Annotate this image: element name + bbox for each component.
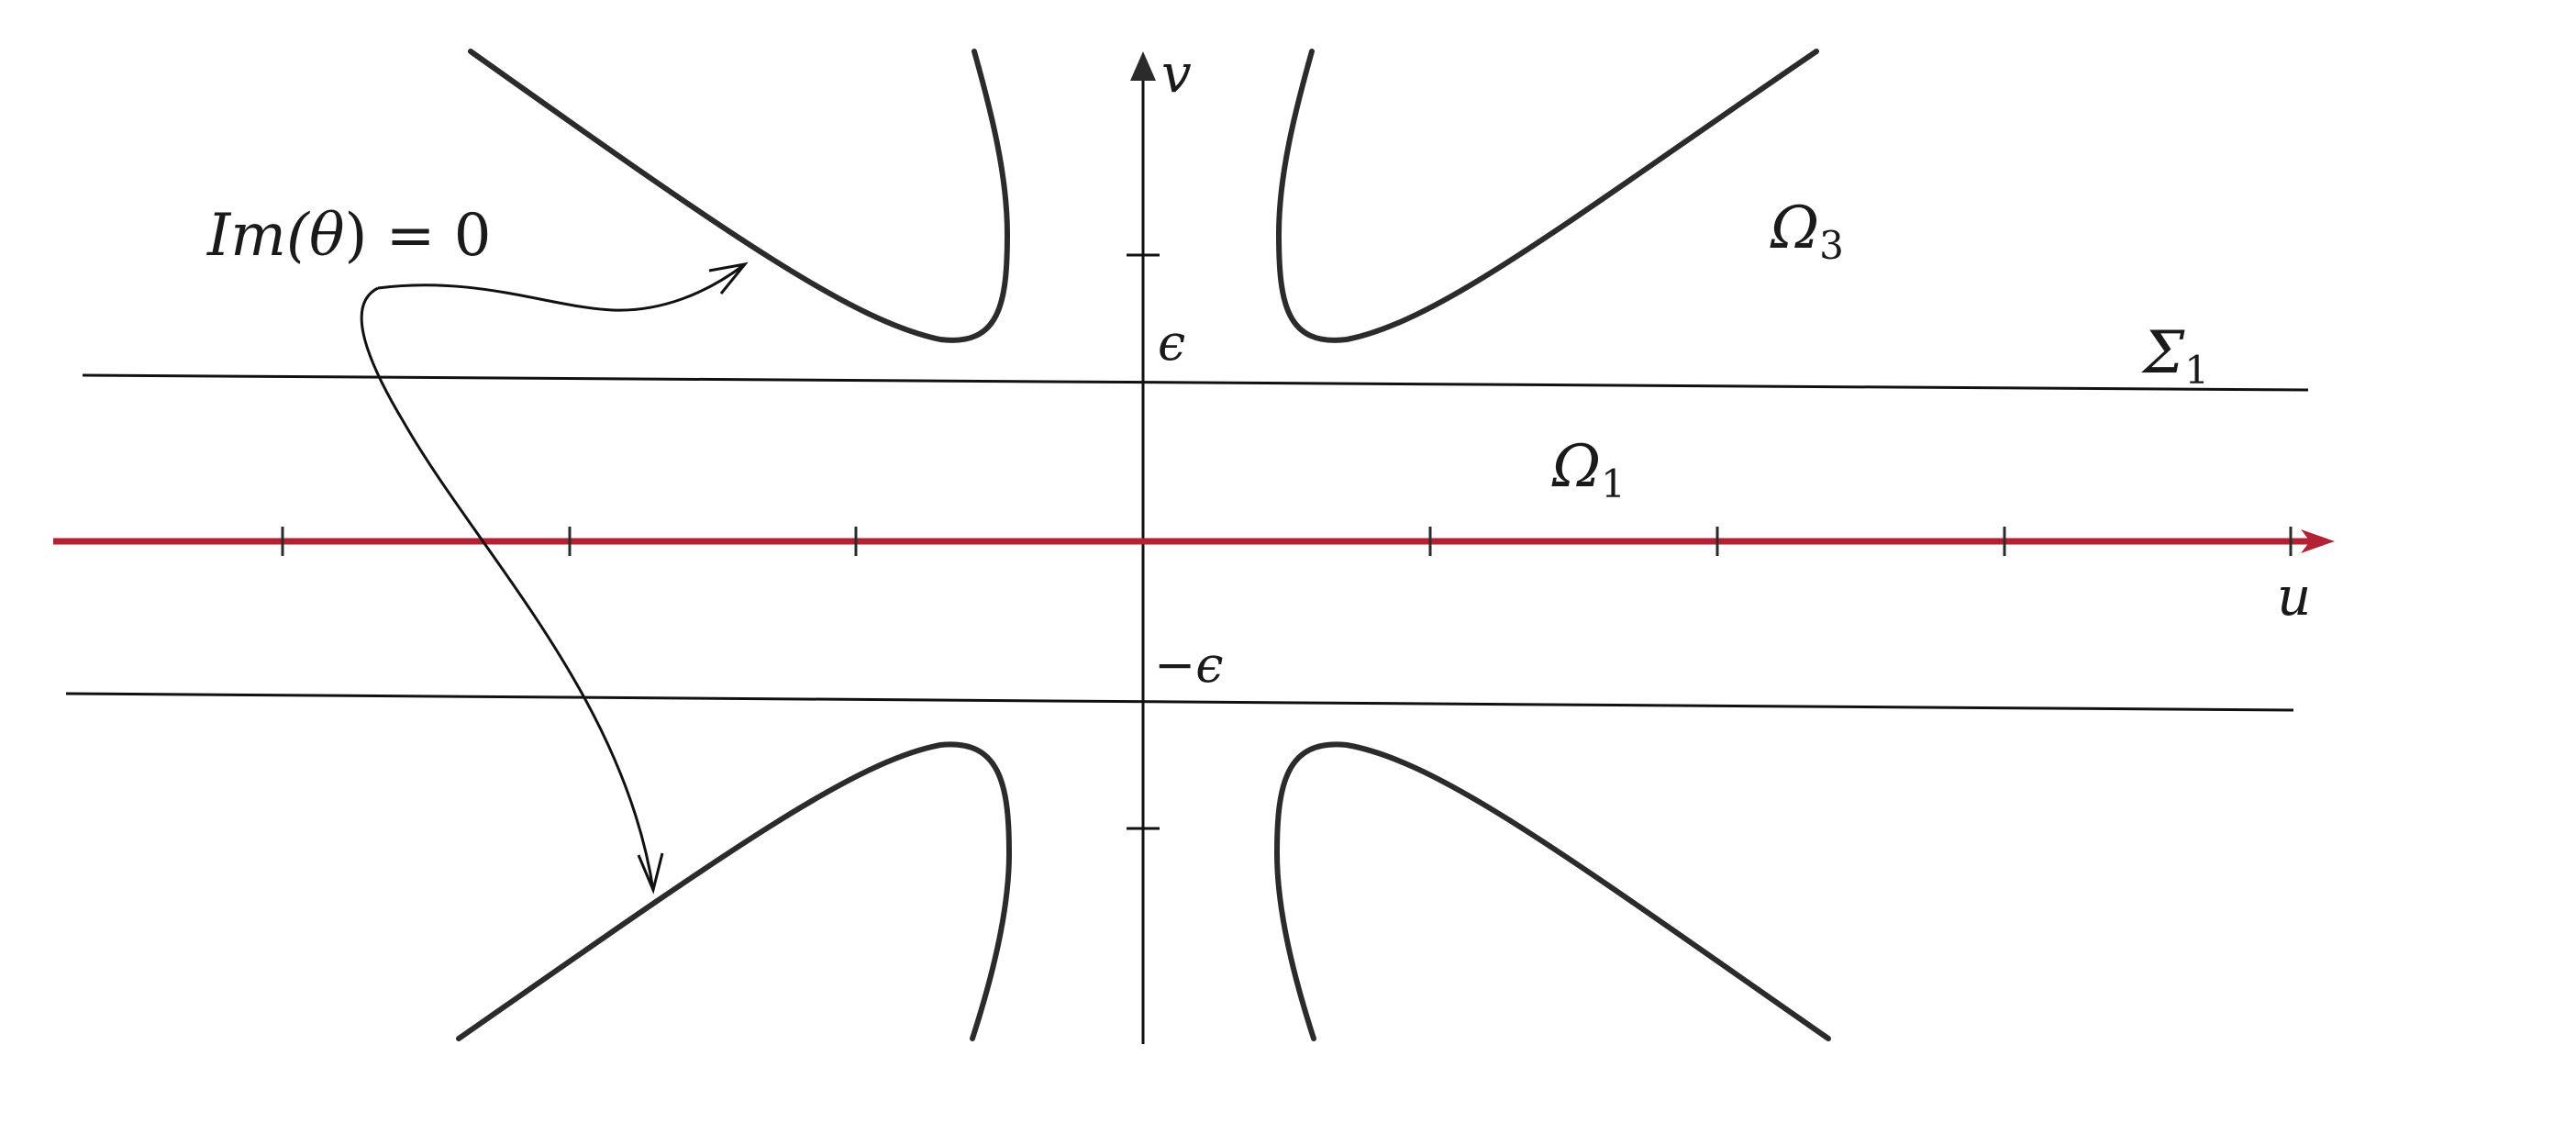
level-curve-upper-right [1275, 49, 1819, 343]
sigma-lower-line [65, 692, 2294, 712]
level-curve-upper-left [468, 49, 1011, 343]
pointer-arrow-upper [377, 262, 746, 312]
v-axis-label: v [1161, 42, 1192, 105]
u-axis-label: u [2277, 565, 2311, 628]
u-axis-arrowhead [2301, 529, 2335, 553]
v-axis-arrowhead [1130, 51, 1156, 81]
level-curve-lower-left [456, 741, 1013, 1041]
pointer-arrowhead-lower [637, 852, 664, 895]
pointer-arrow-lower [360, 286, 655, 891]
im-theta-label: Im(θ) = 0 [206, 202, 491, 270]
omega1-label: Ω1 [1551, 433, 1626, 506]
neg-epsilon-label: −ϵ [1154, 636, 1224, 694]
omega3-label: Ω3 [1770, 195, 1844, 268]
pointer-arrowhead-upper [708, 261, 749, 295]
level-curve-lower-right [1273, 741, 1831, 1041]
epsilon-label: ϵ [1158, 314, 1185, 372]
sigma1-label: Σ1 [2141, 319, 2209, 393]
sigma1-upper-line [82, 373, 2309, 392]
